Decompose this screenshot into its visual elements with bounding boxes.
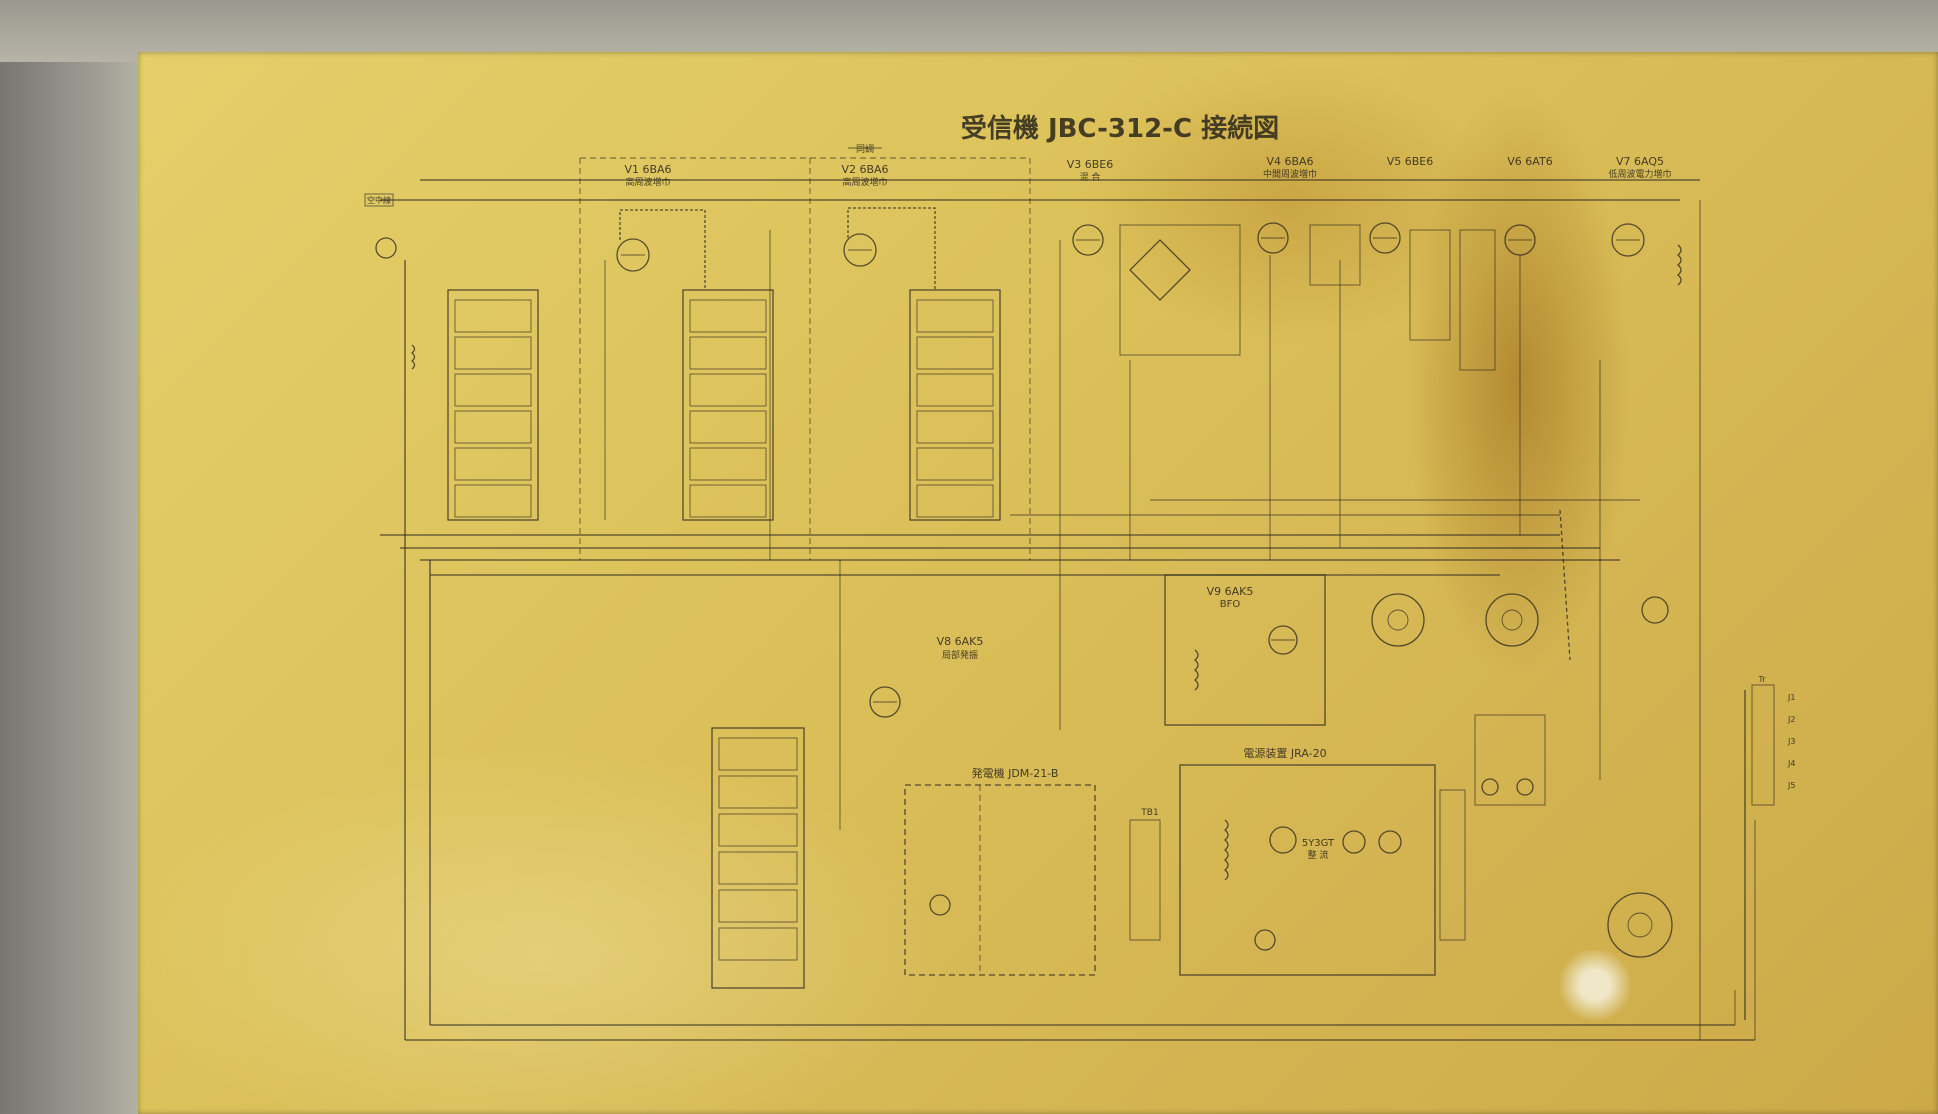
diagram-title: 受信機 JBC-312-C 接続図 bbox=[961, 113, 1279, 144]
rotary-switches bbox=[1371, 593, 1673, 958]
v2-label: V2 6BA6 bbox=[841, 163, 888, 176]
v8-sub: 局部発振 bbox=[942, 649, 978, 661]
v6-label: V6 6AT6 bbox=[1507, 155, 1552, 168]
tube-labels: V1 6BA6 高周波増巾 V2 6BA6 高周波増巾 同調 V3 6BE6 混… bbox=[624, 143, 1671, 661]
osc-unit: 発電機 JDM-21-B TB1 bbox=[904, 766, 1161, 976]
v1-label: V1 6BA6 bbox=[624, 163, 671, 176]
shielded-lines bbox=[619, 207, 936, 290]
v7-label: V7 6AQ5 bbox=[1616, 155, 1664, 168]
mid-bus-lines bbox=[380, 499, 1640, 661]
v9-sub: BFO bbox=[1220, 599, 1241, 610]
antenna-label: 空中線 bbox=[367, 195, 391, 205]
coil-bank-2 bbox=[682, 289, 774, 521]
jack-label-j1: J1 bbox=[1787, 693, 1795, 702]
bottom-return-lines bbox=[405, 820, 1756, 1041]
jack-label-j5: J5 bbox=[1787, 781, 1795, 790]
vertical-risers bbox=[604, 200, 1701, 1040]
if-stages bbox=[1119, 224, 1682, 371]
top-box-label: 同調 bbox=[856, 143, 874, 155]
power-supply-label: 電源装置 JRA-20 bbox=[1243, 746, 1326, 760]
v8-label: V8 6AK5 bbox=[937, 635, 984, 648]
bfo-unit bbox=[1164, 574, 1326, 726]
coil-bank-3 bbox=[909, 289, 1001, 521]
v7-sub: 低周波電力増巾 bbox=[1608, 168, 1671, 180]
jack-label-j3: J3 bbox=[1787, 737, 1795, 746]
background-left bbox=[0, 0, 150, 1114]
paper-stain bbox=[1560, 950, 1630, 1020]
jack-label-tr: Tr bbox=[1758, 675, 1767, 684]
power-supply: 電源装置 JRA-20 5Y3GT 整 流 bbox=[1179, 746, 1466, 976]
v1-sub: 高周波増巾 bbox=[625, 176, 670, 188]
jack-strip: Tr J1 J2 J3 J4 J5 bbox=[1744, 675, 1795, 1020]
vacuum-tubes bbox=[375, 222, 1669, 718]
coil-bank-4 bbox=[711, 727, 805, 989]
v4-sub: 中間周波増巾 bbox=[1263, 168, 1317, 180]
v3-label: V3 6BE6 bbox=[1067, 158, 1114, 171]
coil-bank-1 bbox=[447, 289, 539, 521]
osc-unit-label: 発電機 JDM-21-B bbox=[972, 766, 1059, 780]
v5-label: V5 6BE6 bbox=[1387, 155, 1434, 168]
tb1-label: TB1 bbox=[1140, 808, 1158, 818]
v4-label: V4 6BA6 bbox=[1266, 155, 1313, 168]
top-bus-lines bbox=[380, 147, 1700, 560]
rectifier-label: 5Y3GT bbox=[1302, 838, 1335, 849]
jack-label-j4: J4 bbox=[1787, 759, 1795, 768]
v2-sub: 高周波増巾 bbox=[842, 176, 887, 188]
rectifier-sub: 整 流 bbox=[1308, 849, 1329, 861]
v3-sub: 混 合 bbox=[1080, 171, 1101, 183]
relay-block bbox=[1474, 714, 1546, 806]
background-top bbox=[0, 0, 1938, 62]
jack-label-j2: J2 bbox=[1787, 715, 1795, 724]
v9-label: V9 6AK5 bbox=[1207, 585, 1254, 598]
antenna-input: 空中線 bbox=[364, 193, 431, 1040]
